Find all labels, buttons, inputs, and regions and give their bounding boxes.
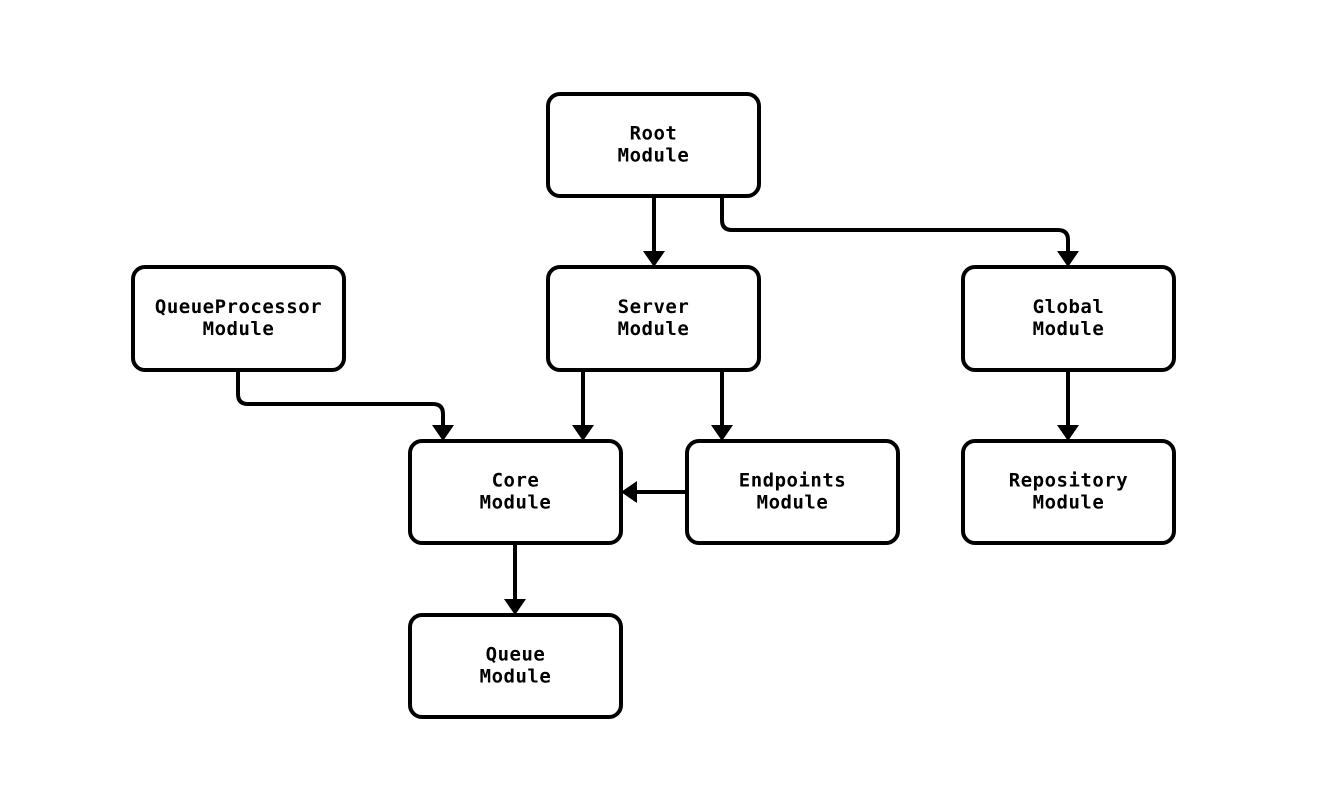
repository-module-node-box[interactable] — [961, 439, 1176, 545]
edge-endpoints-to-core — [621, 481, 687, 503]
root-module-node-label-line2: Module — [618, 145, 690, 167]
edge-global-to-repository-arrowhead-icon — [1057, 425, 1079, 441]
edge-queueprocessor-to-core-arrowhead-icon — [432, 425, 454, 441]
edge-server-to-core — [572, 370, 594, 441]
edge-endpoints-to-core-arrowhead-icon — [621, 481, 637, 503]
edge-server-to-endpoints-arrowhead-icon — [711, 425, 733, 441]
edge-core-to-queue-arrowhead-icon — [504, 599, 526, 615]
queueprocessor-module-node-label-line2: Module — [203, 318, 275, 340]
queueprocessor-module-node-box[interactable] — [131, 265, 346, 372]
server-module-node-label-line1: Server — [618, 296, 690, 318]
server-module-node-label-line2: Module — [618, 318, 690, 340]
edge-root-to-global — [720, 196, 1079, 267]
root-module-node-label-line1: Root — [630, 123, 678, 145]
core-module-node-label-line2: Module — [480, 492, 552, 514]
global-module-node-label-line2: Module — [1033, 318, 1105, 340]
edge-server-to-endpoints — [711, 370, 733, 441]
endpoints-module-node-label-line1: Endpoints — [739, 470, 846, 492]
edge-root-to-server-arrowhead-icon — [643, 251, 665, 267]
global-module-node-label-line1: Global — [1033, 296, 1105, 318]
edges-layer — [236, 196, 1079, 615]
core-module-node-label-line1: Core — [492, 470, 540, 492]
repository-module-node-label-line2: Module — [1033, 492, 1105, 514]
server-module-node-box[interactable] — [546, 265, 761, 372]
edge-core-to-queue — [504, 543, 526, 615]
edge-queueprocessor-to-core-line — [236, 370, 445, 426]
endpoints-module-node-label-line2: Module — [757, 492, 829, 514]
queue-module-node-label-line2: Module — [480, 666, 552, 688]
edge-global-to-repository — [1057, 370, 1079, 441]
repository-module-node-label-line1: Repository — [1009, 470, 1128, 492]
edge-server-to-core-arrowhead-icon — [572, 425, 594, 441]
edge-root-to-global-line — [720, 196, 1070, 252]
queue-module-node-box[interactable] — [408, 613, 623, 719]
edge-root-to-server — [643, 196, 665, 267]
endpoints-module-node-box[interactable] — [685, 439, 900, 545]
global-module-node-box[interactable] — [961, 265, 1176, 372]
core-module-node-box[interactable] — [408, 439, 623, 545]
edge-queueprocessor-to-core — [236, 370, 454, 441]
edge-root-to-global-arrowhead-icon — [1057, 251, 1079, 267]
nodes-layer: RootModuleQueueProcessorModuleServerModu… — [131, 92, 1176, 719]
queueprocessor-module-node-label-line1: QueueProcessor — [155, 296, 322, 318]
root-module-node-box[interactable] — [546, 92, 761, 198]
queue-module-node-label-line1: Queue — [486, 644, 546, 666]
